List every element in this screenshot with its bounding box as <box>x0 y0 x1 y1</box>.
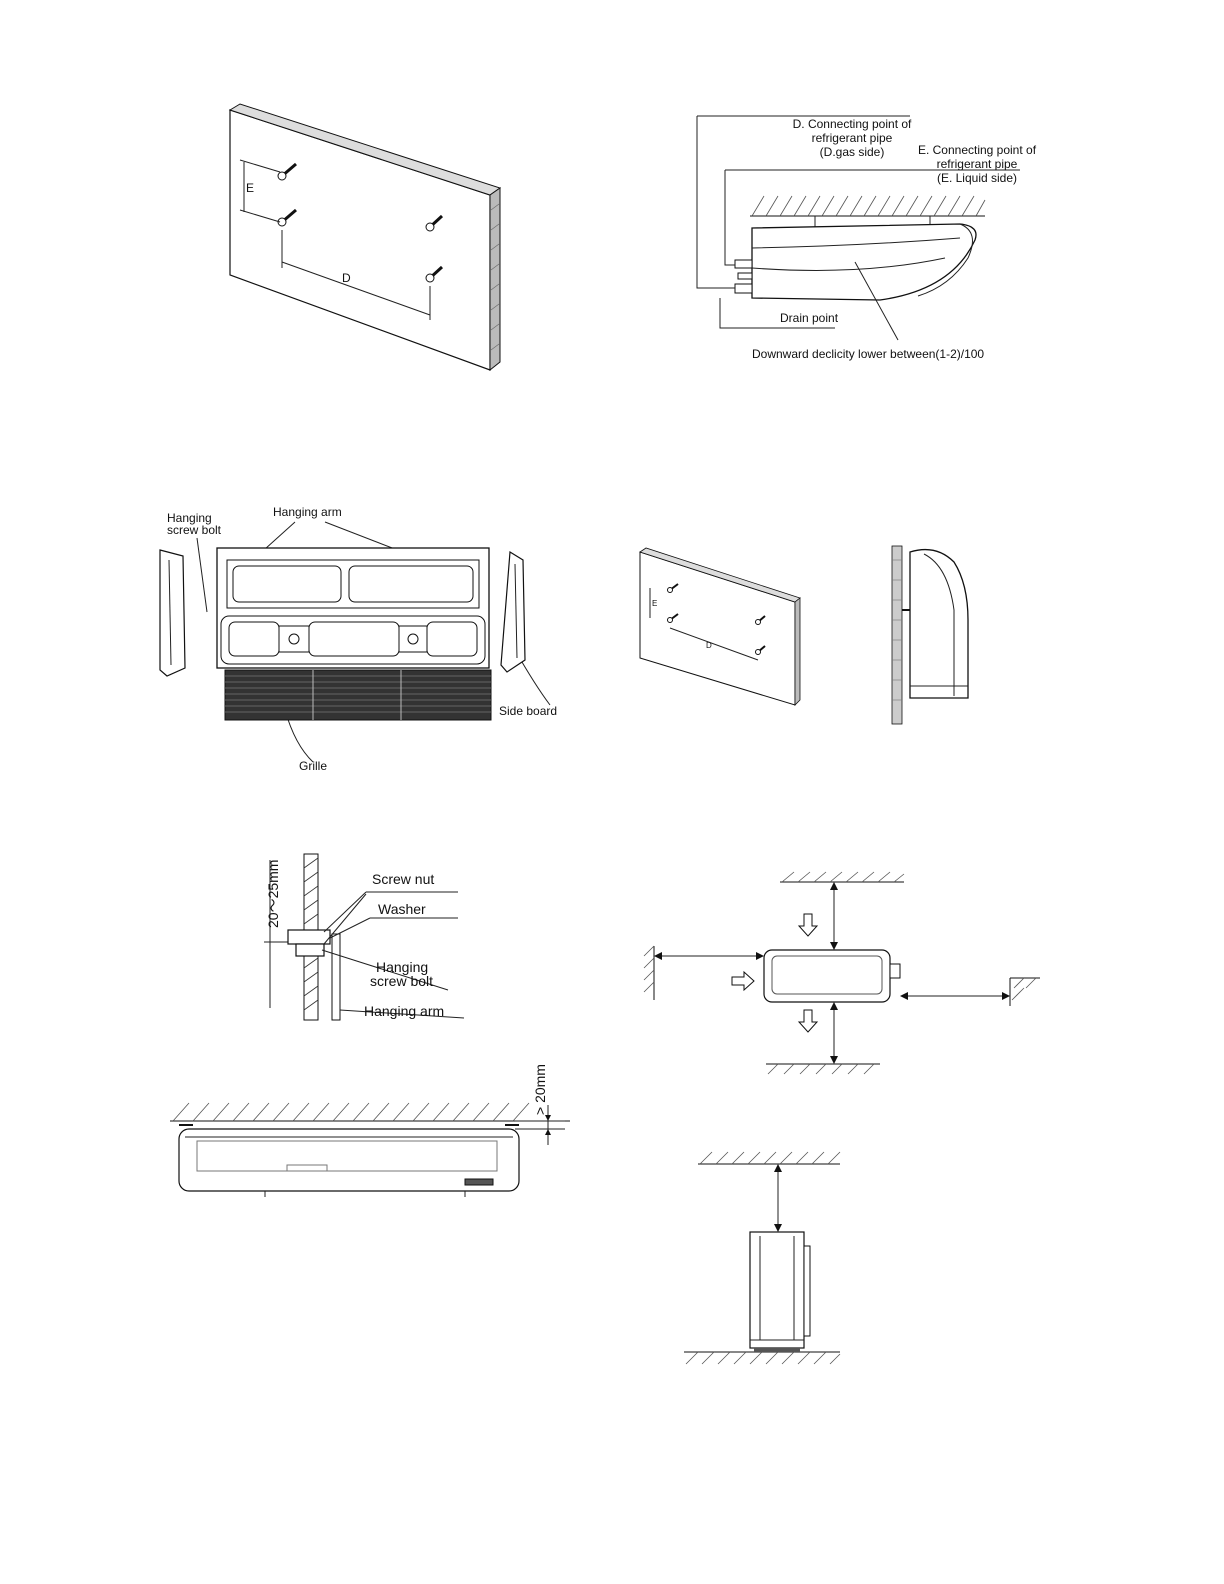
liquid-side-label-1: E. Connecting point of <box>918 143 1037 157</box>
hanging-bolt-detail-diagram: 20～25mm Screw nut Washer Hanging screw b… <box>258 850 478 1030</box>
wall-mount-small-diagram: E D <box>630 540 810 710</box>
hanging-bolt-label-2: screw bolt <box>167 523 222 537</box>
dim-e-small-label: E <box>652 599 657 608</box>
plan-clearance-diagram <box>640 860 1050 1080</box>
gas-side-label-1: D. Connecting point of <box>793 117 912 131</box>
screw-nut-label: Screw nut <box>372 871 434 887</box>
side-board-label: Side board <box>499 704 557 718</box>
liquid-side-label-2: refrigerant pipe <box>937 157 1018 171</box>
floor-clearance-diagram <box>680 1140 850 1370</box>
hanging-arm-detail-label: Hanging arm <box>364 1003 444 1019</box>
drain-point-label: Drain point <box>780 311 839 325</box>
pipe-connection-diagram: D. Connecting point of refrigerant pipe … <box>690 108 1090 368</box>
liquid-side-label-3: (E. Liquid side) <box>937 171 1017 185</box>
hanging-bolt-detail-label-2: screw bolt <box>370 973 433 989</box>
side-view-unit-diagram <box>888 540 978 730</box>
dim-d-label: D <box>342 271 351 285</box>
bolt-length-dimension: 20～25mm <box>265 860 281 928</box>
ceiling-clearance-diagram: > 20mm <box>165 1065 575 1205</box>
gas-side-label-3: (D.gas side) <box>820 145 885 159</box>
hanging-arm-label: Hanging arm <box>273 505 342 519</box>
slope-label: Downward declicity lower between(1-2)/10… <box>752 347 984 361</box>
exploded-unit-diagram: Hanging screw bolt Hanging arm Side boar… <box>155 500 575 790</box>
wall-bolt-diagram: E D <box>210 100 510 380</box>
grille-label: Grille <box>299 759 327 773</box>
dim-d-small-label: D <box>706 641 712 650</box>
gas-side-label-2: refrigerant pipe <box>812 131 893 145</box>
dim-e-label: E <box>246 181 254 195</box>
washer-label: Washer <box>378 901 426 917</box>
clearance-dimension: > 20mm <box>532 1064 548 1115</box>
